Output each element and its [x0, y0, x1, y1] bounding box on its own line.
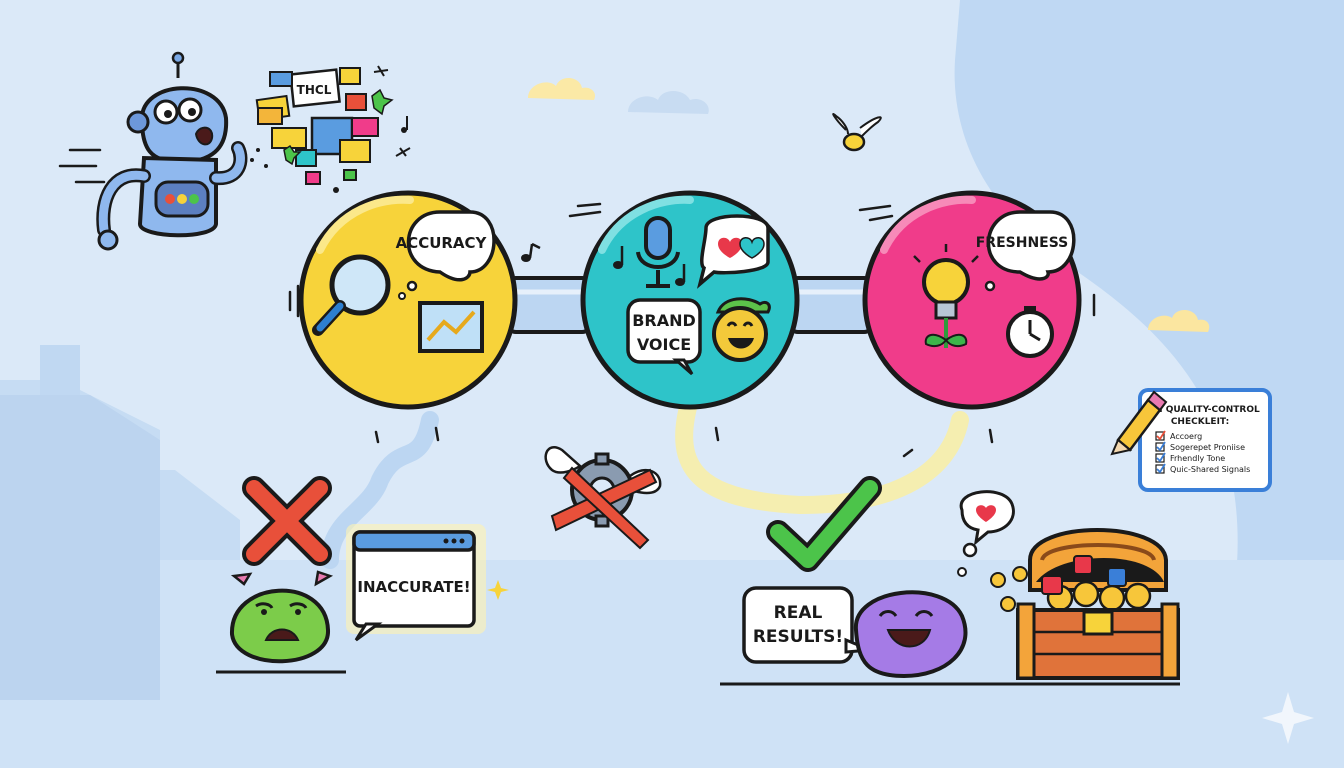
line-chart-icon	[418, 301, 484, 353]
inaccurate-window-bubble: INACCURATE!	[346, 524, 486, 642]
speech-bubble-freshness: FRESHNESS	[976, 210, 1076, 292]
speech-bubble-accuracy: ACCURACY	[396, 210, 496, 300]
microphone-icon	[636, 216, 680, 288]
checklist-item-label: Sogerepet Proniise	[1170, 443, 1245, 452]
robot-character	[96, 51, 248, 251]
motion-lines	[58, 148, 1096, 458]
robot-note-text: THCL	[297, 83, 332, 97]
jumbled-notes-cloud: THCL	[250, 65, 411, 193]
checklist-title-line2: CHECKLEIT:	[1171, 417, 1229, 427]
checklist-title-line1: AI QUALITY-CONTROL	[1152, 405, 1260, 415]
stage-freshness: FRESHNESS	[862, 190, 1082, 410]
music-note-icon	[613, 246, 686, 286]
checklist-item: Sogerepet Proniise	[1155, 441, 1245, 452]
pencil-icon	[1110, 390, 1168, 456]
stage-brand-voice: BRAND VOICE	[580, 190, 800, 410]
magnifier-icon	[312, 254, 391, 336]
broken-gear-icon	[544, 446, 662, 550]
checklist-item: Quic-Shared Signals	[1155, 463, 1250, 474]
speech-bubble-brand-voice: BRAND VOICE	[626, 298, 702, 376]
stage-brand-voice-label-line2: VOICE	[637, 335, 691, 354]
checklist-item: Frhendly Tone	[1155, 452, 1225, 463]
checklist-item-label: Frhendly Tone	[1170, 454, 1225, 463]
stage-freshness-label: FRESHNESS	[976, 235, 1069, 251]
flow-paths	[321, 391, 969, 569]
real-results-label-line2: RESULTS!	[753, 627, 843, 647]
treasure-chest-icon	[990, 528, 1180, 680]
real-results-bubble: REAL RESULTS!	[742, 586, 871, 664]
real-results-outcome: REAL RESULTS!	[720, 476, 1180, 686]
music-note-icon	[521, 242, 541, 262]
smiley-mascot-icon	[712, 297, 771, 362]
checklist-item-label: Accoerg	[1170, 432, 1202, 441]
stage-accuracy: ACCURACY	[298, 190, 518, 410]
checklist-item: Accoerg	[1155, 430, 1202, 441]
hearts-bubble-icon	[696, 214, 770, 289]
red-cross-icon	[242, 476, 332, 566]
heart-bubble-icon	[957, 490, 1015, 577]
sad-monster-icon	[229, 570, 334, 664]
inaccurate-outcome: INACCURATE!	[216, 476, 509, 674]
checklist-item-label: Quic-Shared Signals	[1170, 465, 1250, 474]
stage-brand-voice-label-line1: BRAND	[632, 311, 696, 330]
stopwatch-icon	[1006, 306, 1054, 358]
quality-checklist: AI QUALITY-CONTROL CHECKLEIT: Accoerg So…	[1110, 388, 1272, 492]
happy-blob-icon	[853, 590, 968, 679]
real-results-label-line1: REAL	[774, 603, 823, 623]
lightbulb-icon	[913, 244, 979, 348]
stage-accuracy-label: ACCURACY	[396, 234, 488, 252]
flying-bug-icon	[832, 112, 882, 152]
inaccurate-label: INACCURATE!	[357, 578, 470, 596]
green-check-icon	[766, 476, 882, 572]
